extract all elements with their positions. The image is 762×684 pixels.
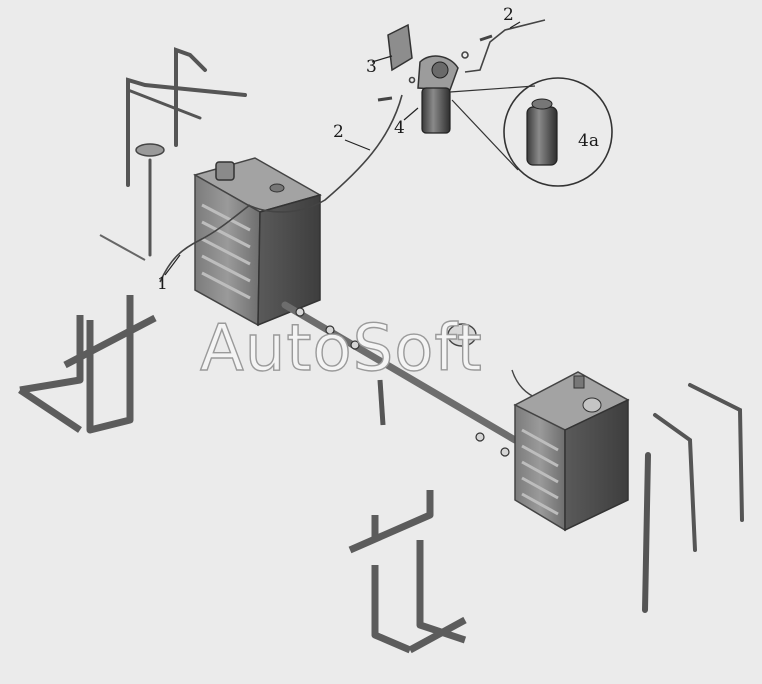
leader-lines	[164, 21, 521, 276]
crossover-pipe	[281, 301, 546, 457]
callout-4: 4	[394, 118, 405, 138]
fuel-filter-4	[377, 55, 459, 134]
watermark: AutoSoft	[200, 312, 483, 386]
fuel-line-top	[408, 19, 546, 84]
upper-left-straps	[126, 47, 247, 257]
callout-2-mid: 2	[333, 122, 344, 142]
right-support-frame	[348, 490, 467, 654]
right-fuel-tank	[513, 371, 630, 532]
callout-1: 1	[157, 274, 168, 294]
left-support-frame	[18, 295, 157, 434]
filter-bracket-3	[387, 23, 413, 72]
callout-4a: 4a	[578, 131, 599, 151]
left-fuel-tank	[193, 157, 322, 327]
callout-3: 3	[366, 57, 377, 77]
tank-sender-unit	[99, 143, 165, 261]
right-straps	[642, 383, 744, 613]
detail-circle-4a	[449, 77, 613, 187]
callout-2-top: 2	[503, 5, 514, 25]
fuel-line-2	[159, 94, 403, 283]
